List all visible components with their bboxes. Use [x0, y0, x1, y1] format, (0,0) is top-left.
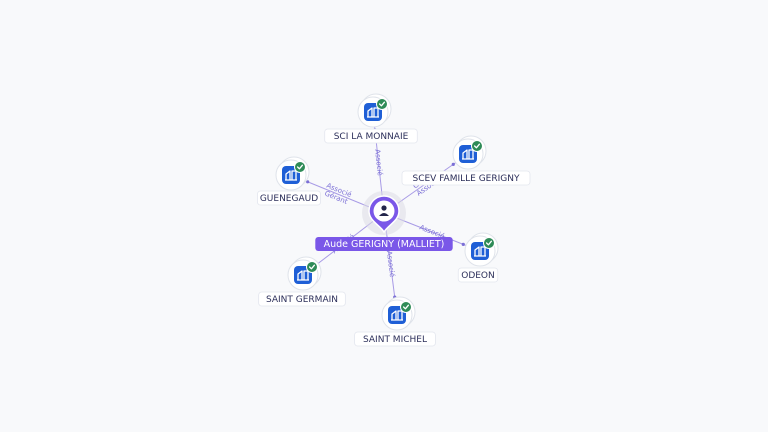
company-node-saint-michel[interactable]: SAINT MICHEL	[354, 296, 436, 347]
company-label-odeon[interactable]: ODEON	[457, 267, 499, 283]
check-badge-icon	[483, 237, 495, 249]
company-name: SAINT GERMAIN	[266, 295, 338, 305]
person-pin-icon	[368, 195, 400, 234]
company-label-saint-michel[interactable]: SAINT MICHEL	[354, 331, 436, 347]
company-name: ODEON	[461, 271, 495, 281]
person-name: Aude GERIGNY (MALLIET)	[324, 239, 445, 250]
company-label-scev-famille-gerigny[interactable]: SCEV FAMILLE GERIGNY	[401, 170, 531, 186]
relation-label: Associé	[385, 250, 396, 277]
company-label-sci-la-monnaie[interactable]: SCI LA MONNAIE	[324, 128, 418, 144]
company-node-scev-famille-gerigny[interactable]: SCEV FAMILLE GERIGNY	[401, 135, 531, 186]
check-badge-icon	[294, 161, 306, 173]
company-label-saint-germain[interactable]: SAINT GERMAIN	[258, 291, 346, 307]
center-person-label[interactable]: Aude GERIGNY (MALLIET)	[315, 237, 453, 251]
relation-label: Associé	[373, 149, 384, 176]
company-name: SCI LA MONNAIE	[334, 132, 409, 142]
company-name: SAINT MICHEL	[363, 335, 427, 345]
company-node-guenegaud[interactable]: GUENEGAUD	[257, 156, 321, 206]
person-icon	[379, 205, 389, 216]
check-badge-icon	[376, 98, 388, 110]
edge-arrow	[306, 180, 310, 184]
company-name: SCEV FAMILLE GERIGNY	[413, 174, 520, 184]
company-label-guenegaud[interactable]: GUENEGAUD	[257, 190, 321, 206]
check-badge-icon	[400, 301, 412, 313]
company-name: GUENEGAUD	[260, 194, 318, 204]
center-person-node[interactable]	[362, 191, 406, 235]
company-node-odeon[interactable]: ODEON	[457, 232, 499, 283]
company-node-saint-germain[interactable]: SAINT GERMAIN	[258, 256, 346, 307]
check-badge-icon	[306, 261, 318, 273]
edge-arrow	[461, 242, 465, 246]
check-badge-icon	[471, 140, 483, 152]
company-node-sci-la-monnaie[interactable]: SCI LA MONNAIE	[324, 93, 418, 144]
edge-arrow	[451, 162, 455, 166]
